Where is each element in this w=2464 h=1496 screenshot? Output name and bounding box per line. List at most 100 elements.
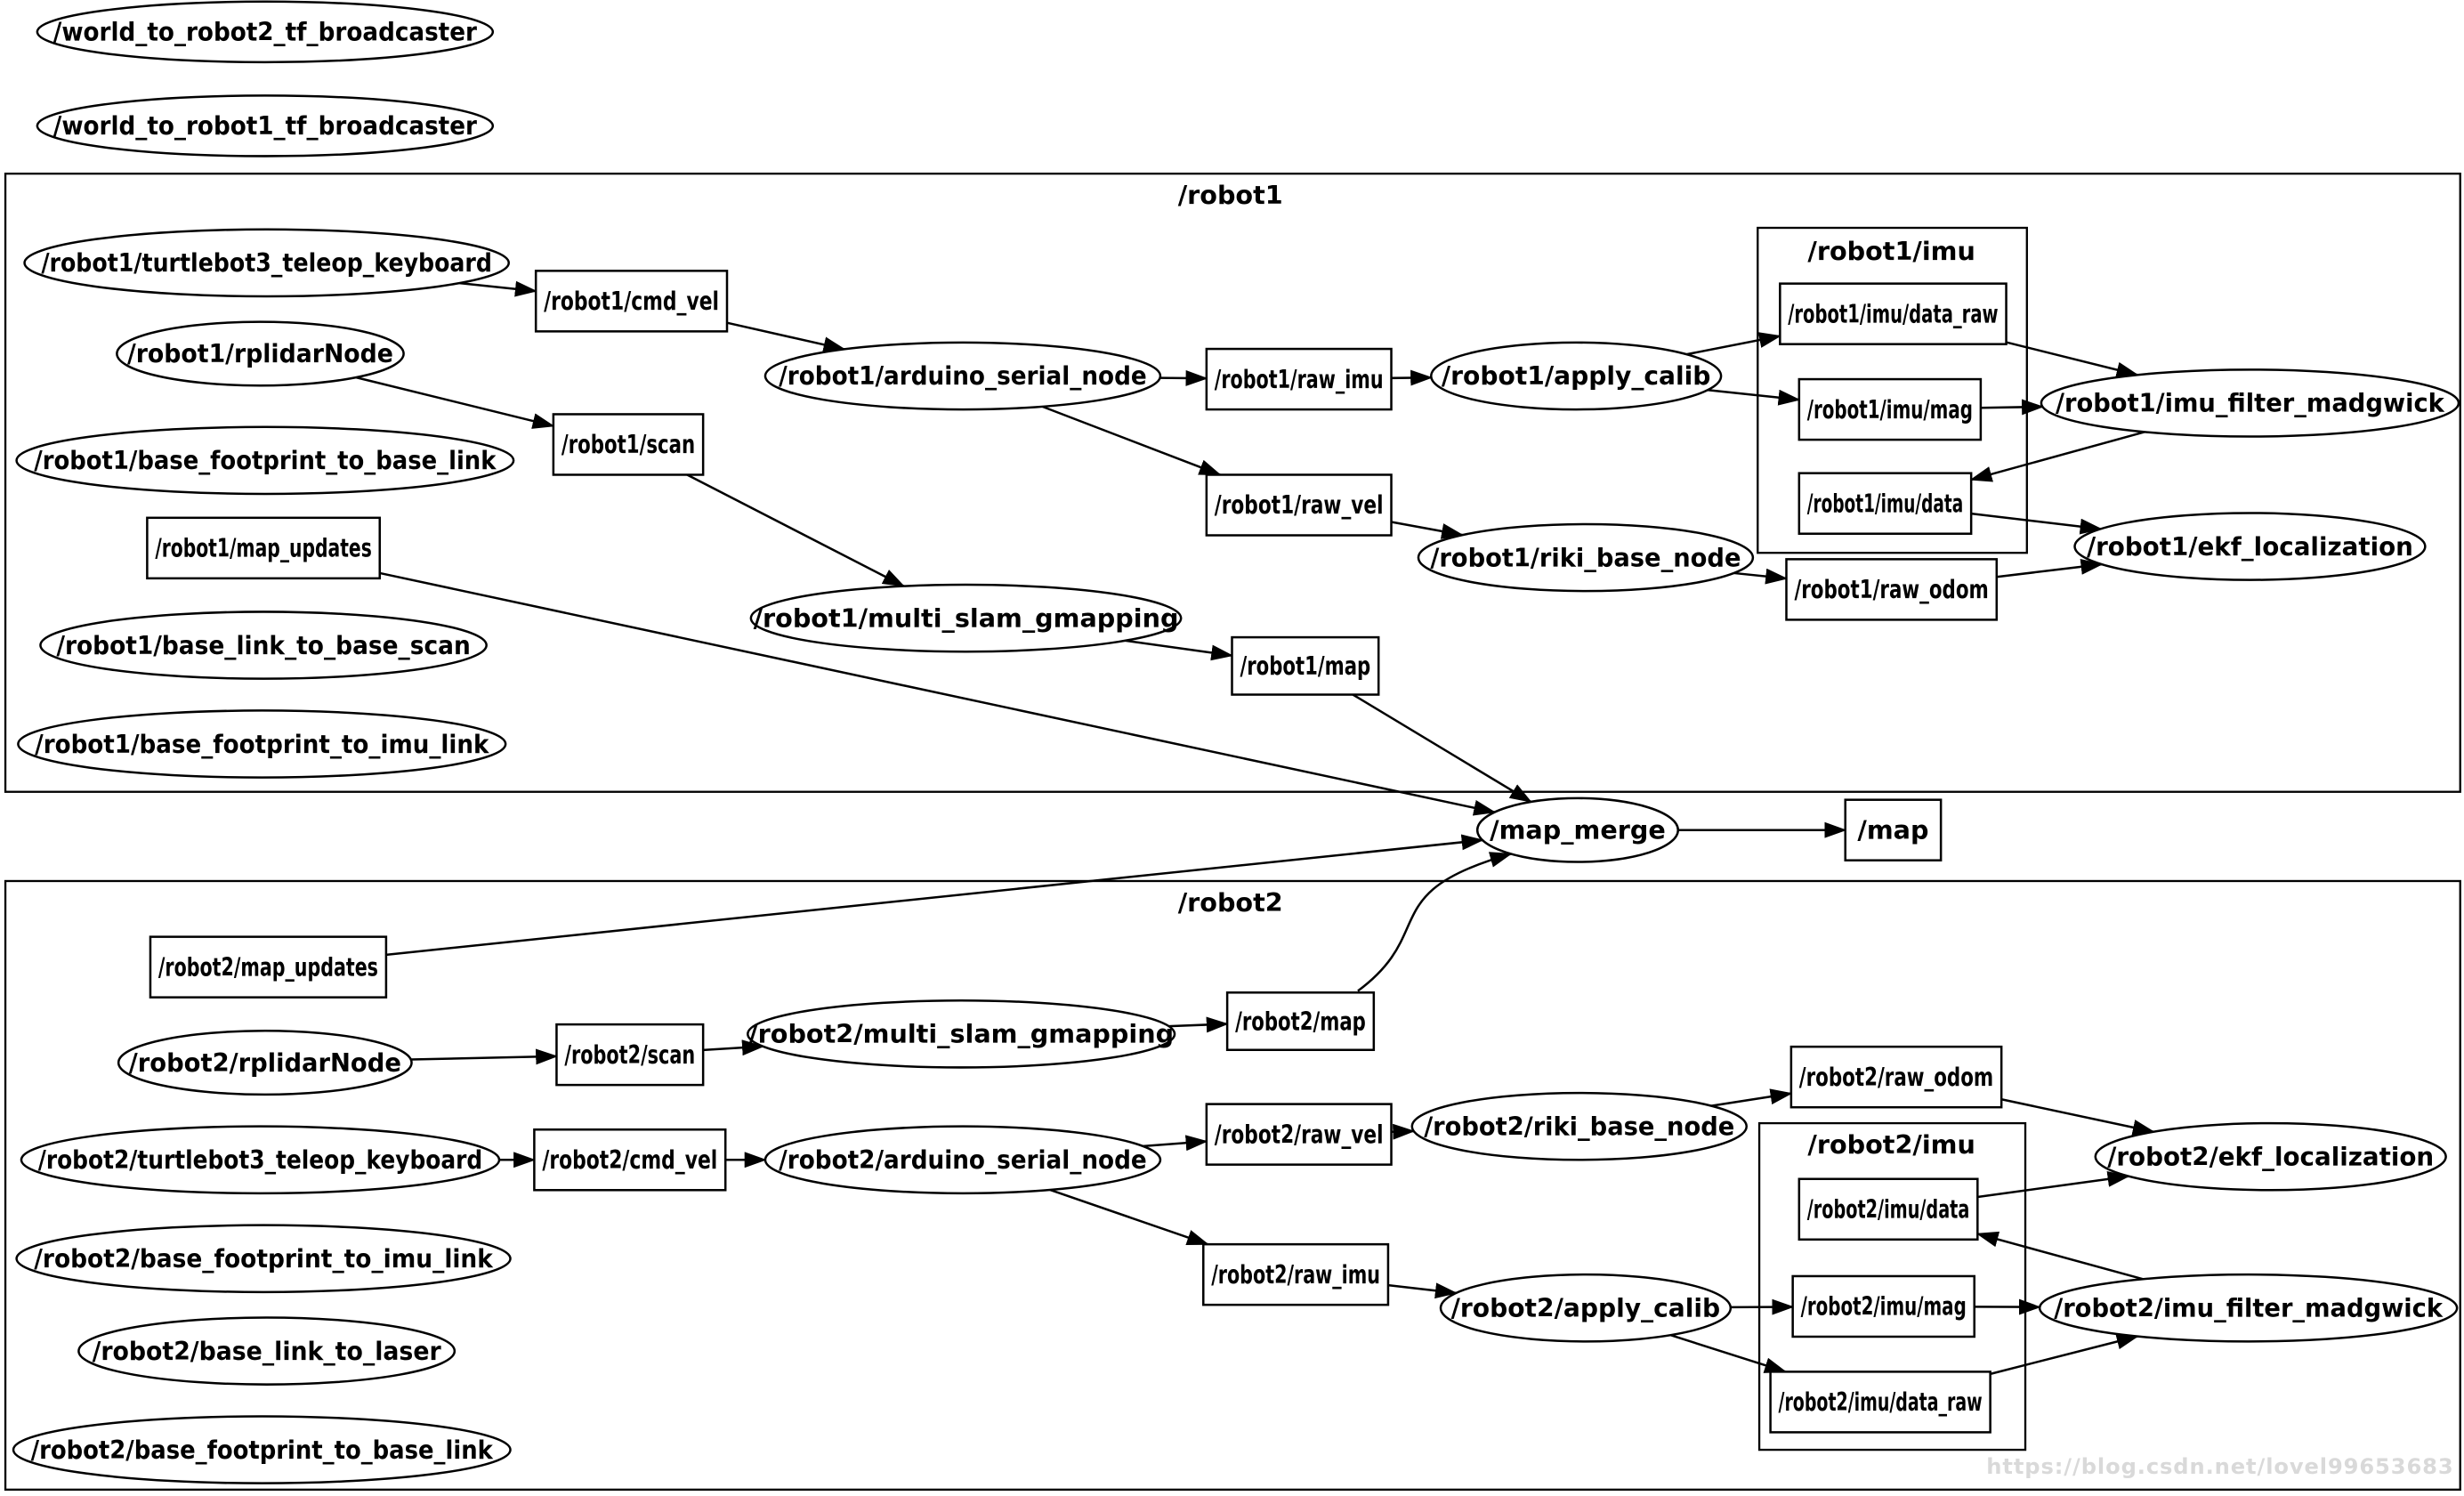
robot2-imu-mag-shape <box>1791 1274 1975 1338</box>
robot1-base-footprint-to-base-link-label: /robot1/base_footprint_to_base_link <box>34 445 497 475</box>
graph-node-robot1-ekf-localization: /robot1/ekf_localization <box>2073 512 2427 581</box>
robot2-base-footprint-to-imu-link-shape <box>15 1224 512 1294</box>
graph-node-robot2-imu-data: /robot2/imu/data <box>1798 1177 1979 1241</box>
robot1-imu-data-label: /robot1/imu/data <box>1807 488 1963 518</box>
robot2-base-footprint-to-base-link-shape <box>12 1415 512 1484</box>
graph-node-robot1-base-footprint-to-imu-link: /robot1/base_footprint_to_imu_link <box>17 709 507 779</box>
robot2-imu-data-label: /robot2/imu/data <box>1807 1194 1970 1225</box>
csdn-watermark: https://blog.csdn.net/lovel99653683 <box>1986 1454 2453 1479</box>
graph-node-robot1-apply-calib: /robot1/apply_calib <box>1430 341 1723 411</box>
robot1-raw-imu-label: /robot1/raw_imu <box>1215 364 1384 394</box>
robot1-base-link-to-base-scan-shape <box>39 611 488 680</box>
robot1-cmd-vel-shape <box>534 270 729 333</box>
robot2-rplidarNode-shape <box>117 1030 413 1096</box>
edge-robot2-arduino-serial-node->robot2-raw-imu <box>1049 1188 1209 1246</box>
graph-node-world-to-robot2-tf-broadcaster: /world_to_robot2_tf_broadcaster <box>36 0 495 64</box>
cluster-robot2-imu: /robot2/imu <box>1757 1121 2027 1452</box>
robot1-map-updates-label: /robot1/map_updates <box>155 533 371 563</box>
robot2-base-footprint-to-base-link-label: /robot2/base_footprint_to_base_link <box>31 1435 494 1465</box>
graph-node-robot1-raw-odom: /robot1/raw_odom <box>1785 558 1999 621</box>
edge-robot1-cmd-vel->robot1-arduino-serial-node <box>726 321 846 353</box>
graph-node-robot1-turtlebot3-teleop-keyboard: /robot1/turtlebot3_teleop_keyboard <box>23 228 511 298</box>
edge-robot2-rplidarNode->robot2-scan <box>410 1048 559 1065</box>
robot2-turtlebot3-teleop-keyboard-shape <box>20 1125 501 1195</box>
map-shape <box>1844 798 1943 861</box>
robot2-imu-data-shape <box>1798 1177 1979 1241</box>
robot2-raw-odom-label: /robot2/raw_odom <box>1799 1062 1993 1092</box>
edge-robot2-imu-data-raw->robot2-imu-filter-madgwick <box>1990 1333 2139 1376</box>
robot1-arduino-serial-node-label: /robot1/arduino_serial_node <box>779 360 1147 391</box>
robot1-map-shape <box>1231 635 1380 696</box>
edge-robot1-scan->robot1-multi-slam-gmapping <box>686 473 906 587</box>
graph-node-robot1-arduino-serial-node: /robot1/arduino_serial_node <box>763 341 1162 411</box>
edge-robot2-raw-imu->robot2-apply-calib <box>1387 1282 1458 1299</box>
robot1-imu-data-raw-label: /robot1/imu/data_raw <box>1788 298 1998 328</box>
robot1-raw-odom-shape <box>1785 558 1999 621</box>
robot2-ekf-localization-shape <box>2094 1121 2447 1192</box>
robot1-imu-data-shape <box>1798 472 1973 535</box>
cluster-robot1-imu-label: /robot1/imu <box>1807 236 1975 266</box>
graph-node-robot1-base-footprint-to-base-link: /robot1/base_footprint_to_base_link <box>15 425 515 496</box>
edge-robot1-imu-data-raw->robot1-imu-filter-madgwick <box>2006 341 2139 378</box>
robot1-base-footprint-to-base-link-shape <box>15 425 515 496</box>
robot1-arduino-serial-node-shape <box>763 341 1162 411</box>
graph-node-robot2-raw-imu: /robot2/raw_imu <box>1202 1242 1390 1306</box>
robot1-raw-odom-label: /robot1/raw_odom <box>1794 574 1988 604</box>
graph-node-robot1-rplidarNode: /robot1/rplidarNode <box>116 320 405 387</box>
edge-robot1-riki-base-node->robot1-raw-odom <box>1733 568 1789 585</box>
graph-node-robot1-imu-data: /robot1/imu/data <box>1798 472 1973 535</box>
robot2-ekf-localization-label: /robot2/ekf_localization <box>2107 1141 2434 1171</box>
robot1-turtlebot3-teleop-keyboard-shape <box>23 228 511 298</box>
edge-robot2-imu-filter-madgwick->robot2-imu-data <box>1975 1231 2144 1281</box>
graph-node-robot2-base-footprint-to-imu-link: /robot2/base_footprint_to_imu_link <box>15 1224 512 1294</box>
robot1-riki-base-node-label: /robot1/riki_base_node <box>1430 542 1741 572</box>
robot2-base-link-to-laser-shape <box>77 1316 456 1386</box>
edge-robot1-imu-data->robot1-ekf-localization <box>1971 512 2103 535</box>
robot1-cmd-vel-label: /robot1/cmd_vel <box>544 286 719 316</box>
robot2-multi-slam-gmapping-shape <box>747 999 1176 1069</box>
edge-robot1-multi-slam-gmapping->robot1-map <box>1125 639 1234 661</box>
robot2-map-updates-label: /robot2/map_updates <box>158 951 378 982</box>
graph-node-robot1-cmd-vel: /robot1/cmd_vel <box>534 270 729 333</box>
graph-node-robot1-raw-vel: /robot1/raw_vel <box>1205 473 1393 537</box>
edge-robot1-turtlebot3-teleop-keyboard->robot1-cmd-vel <box>459 280 537 297</box>
graph-node-robot2-apply-calib: /robot2/apply_calib <box>1439 1273 1733 1343</box>
robot1-map-updates-shape <box>146 516 381 580</box>
edge-robot1-raw-odom->robot1-ekf-localization <box>1996 558 2104 578</box>
graph-node-robot2-riki-base-node: /robot2/riki_base_node <box>1410 1091 1748 1161</box>
robot2-map-shape <box>1225 991 1376 1051</box>
graph-node-robot1-imu-filter-madgwick: /robot1/imu_filter_madgwick <box>2040 368 2460 438</box>
graph-node-robot2-raw-odom: /robot2/raw_odom <box>1789 1045 2003 1109</box>
robot2-apply-calib-label: /robot2/apply_calib <box>1451 1292 1721 1322</box>
robot2-imu-filter-madgwick-shape <box>2038 1273 2459 1343</box>
graph-node-robot1-map: /robot1/map <box>1231 635 1380 696</box>
robot1-raw-imu-shape <box>1205 347 1393 411</box>
robot2-arduino-serial-node-shape <box>763 1125 1162 1195</box>
robot2-map-label: /robot2/map <box>1235 1006 1366 1036</box>
graph-node-robot1-scan: /robot1/scan <box>552 413 705 476</box>
robot1-rplidarNode-shape <box>116 320 405 387</box>
edge-robot2-raw-odom->robot2-ekf-localization <box>2000 1098 2155 1136</box>
cluster-robot1-imu: /robot1/imu <box>1757 226 2028 554</box>
edge-robot2-map-updates->map-merge <box>385 834 1484 957</box>
edge-robot2-arduino-serial-node->robot2-raw-vel <box>1143 1135 1208 1152</box>
cluster-robot1-imu-border <box>1757 226 2028 554</box>
robot2-apply-calib-shape <box>1439 1273 1733 1343</box>
robot1-ekf-localization-label: /robot1/ekf_localization <box>2087 531 2413 562</box>
world-to-robot2-tf-broadcaster-label: /world_to_robot2_tf_broadcaster <box>53 17 478 47</box>
edge-robot1-rplidarNode->robot1-scan <box>355 376 555 429</box>
cluster-robot2-imu-border <box>1757 1121 2027 1452</box>
graph-node-robot2-imu-mag: /robot2/imu/mag <box>1791 1274 1975 1338</box>
robot1-scan-shape <box>552 413 705 476</box>
graph-node-robot2-map: /robot2/map <box>1225 991 1376 1051</box>
robot1-riki-base-node-shape <box>1417 522 1755 593</box>
edge-robot1-imu-filter-madgwick->robot1-imu-data <box>1969 431 2145 482</box>
robot2-raw-vel-label: /robot2/raw_vel <box>1215 1119 1384 1149</box>
edge-robot2-raw-vel->robot2-riki-base-node <box>1391 1123 1416 1140</box>
graph-node-robot2-raw-vel: /robot2/raw_vel <box>1205 1103 1393 1166</box>
robot2-imu-mag-label: /robot2/imu/mag <box>1801 1291 1967 1322</box>
cluster-robot2-label: /robot2 <box>1178 887 1283 918</box>
world-to-robot2-tf-broadcaster-shape <box>36 0 495 64</box>
world-to-robot1-tf-broadcaster-shape <box>36 94 495 158</box>
